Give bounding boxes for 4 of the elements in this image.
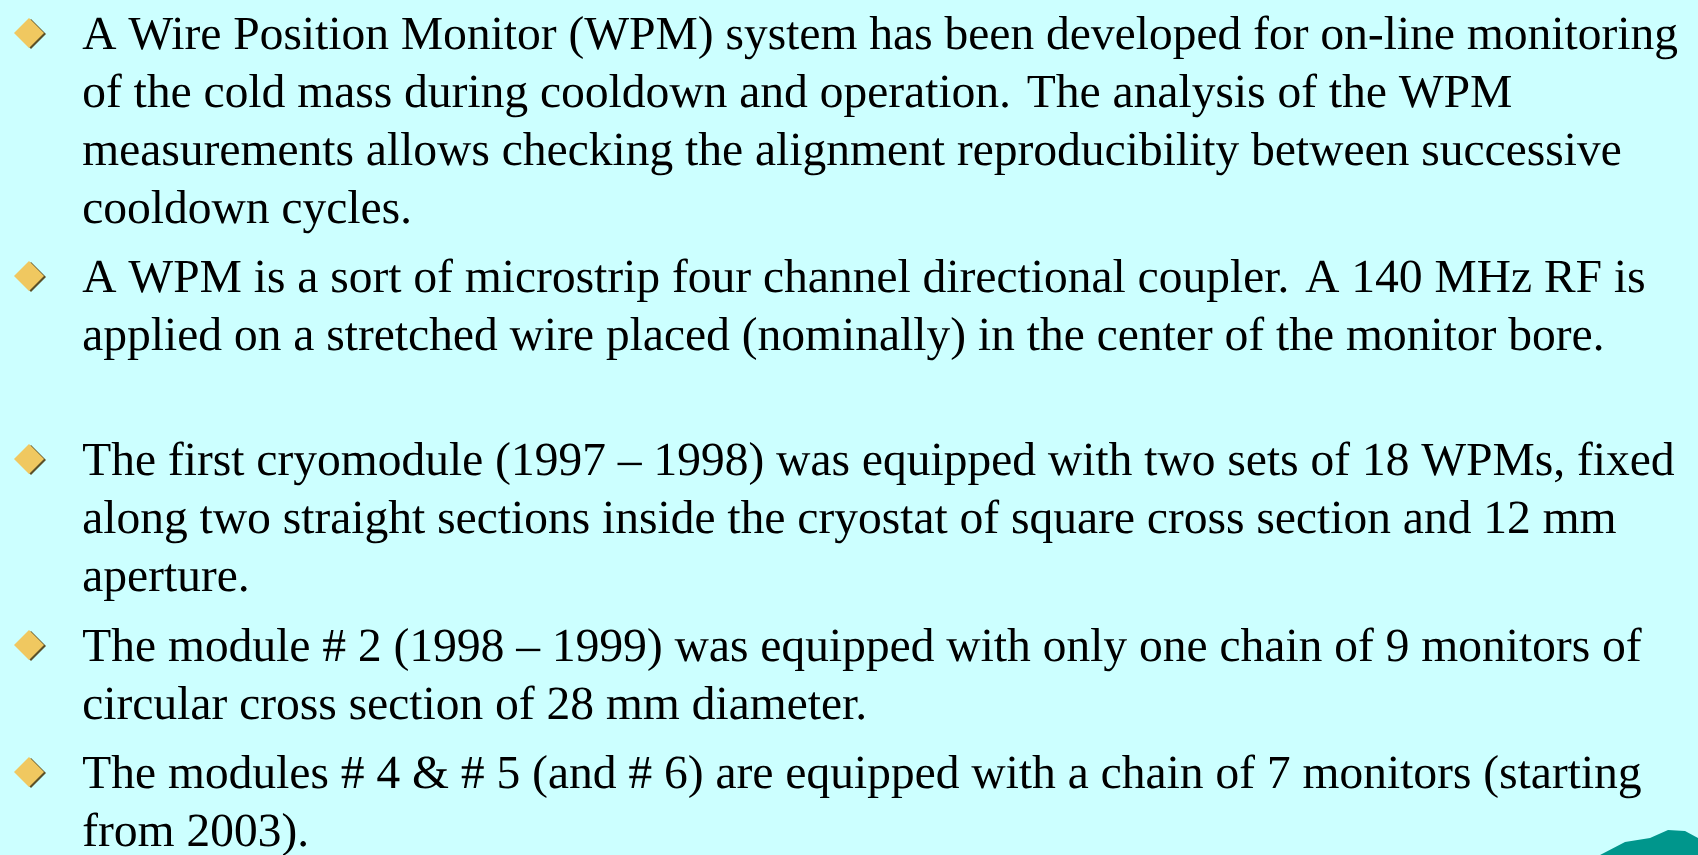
bullet-text: The module # 2 (1998 – 1999) was equipped with only one chain of 9 monitors of circular cross section of 28 mm diameter. [83, 627, 1642, 720]
bullet-text: A WPM is a sort of microstrip four channel directional coupler. A 140 MHz RF is applied on a stretched wire placed (nominally) in the center of the monitor bore. [82, 258, 1644, 361]
bullet-text: The first cryomodule (1997 – 1998) was equipped with two sets of 18 WPMs, fixed along two straight sections inside the cryostat of square cross section and 12 mm aperture. [83, 441, 1675, 602]
bullet-text: A Wire Position Monitor (WPM) system has been developed for on-line monitoring of the cold mass during cooldown and operation. The analysis of the WPM measurements allows checking the alignment reproducibility between successive cooldown cycles. [82, 15, 1678, 234]
